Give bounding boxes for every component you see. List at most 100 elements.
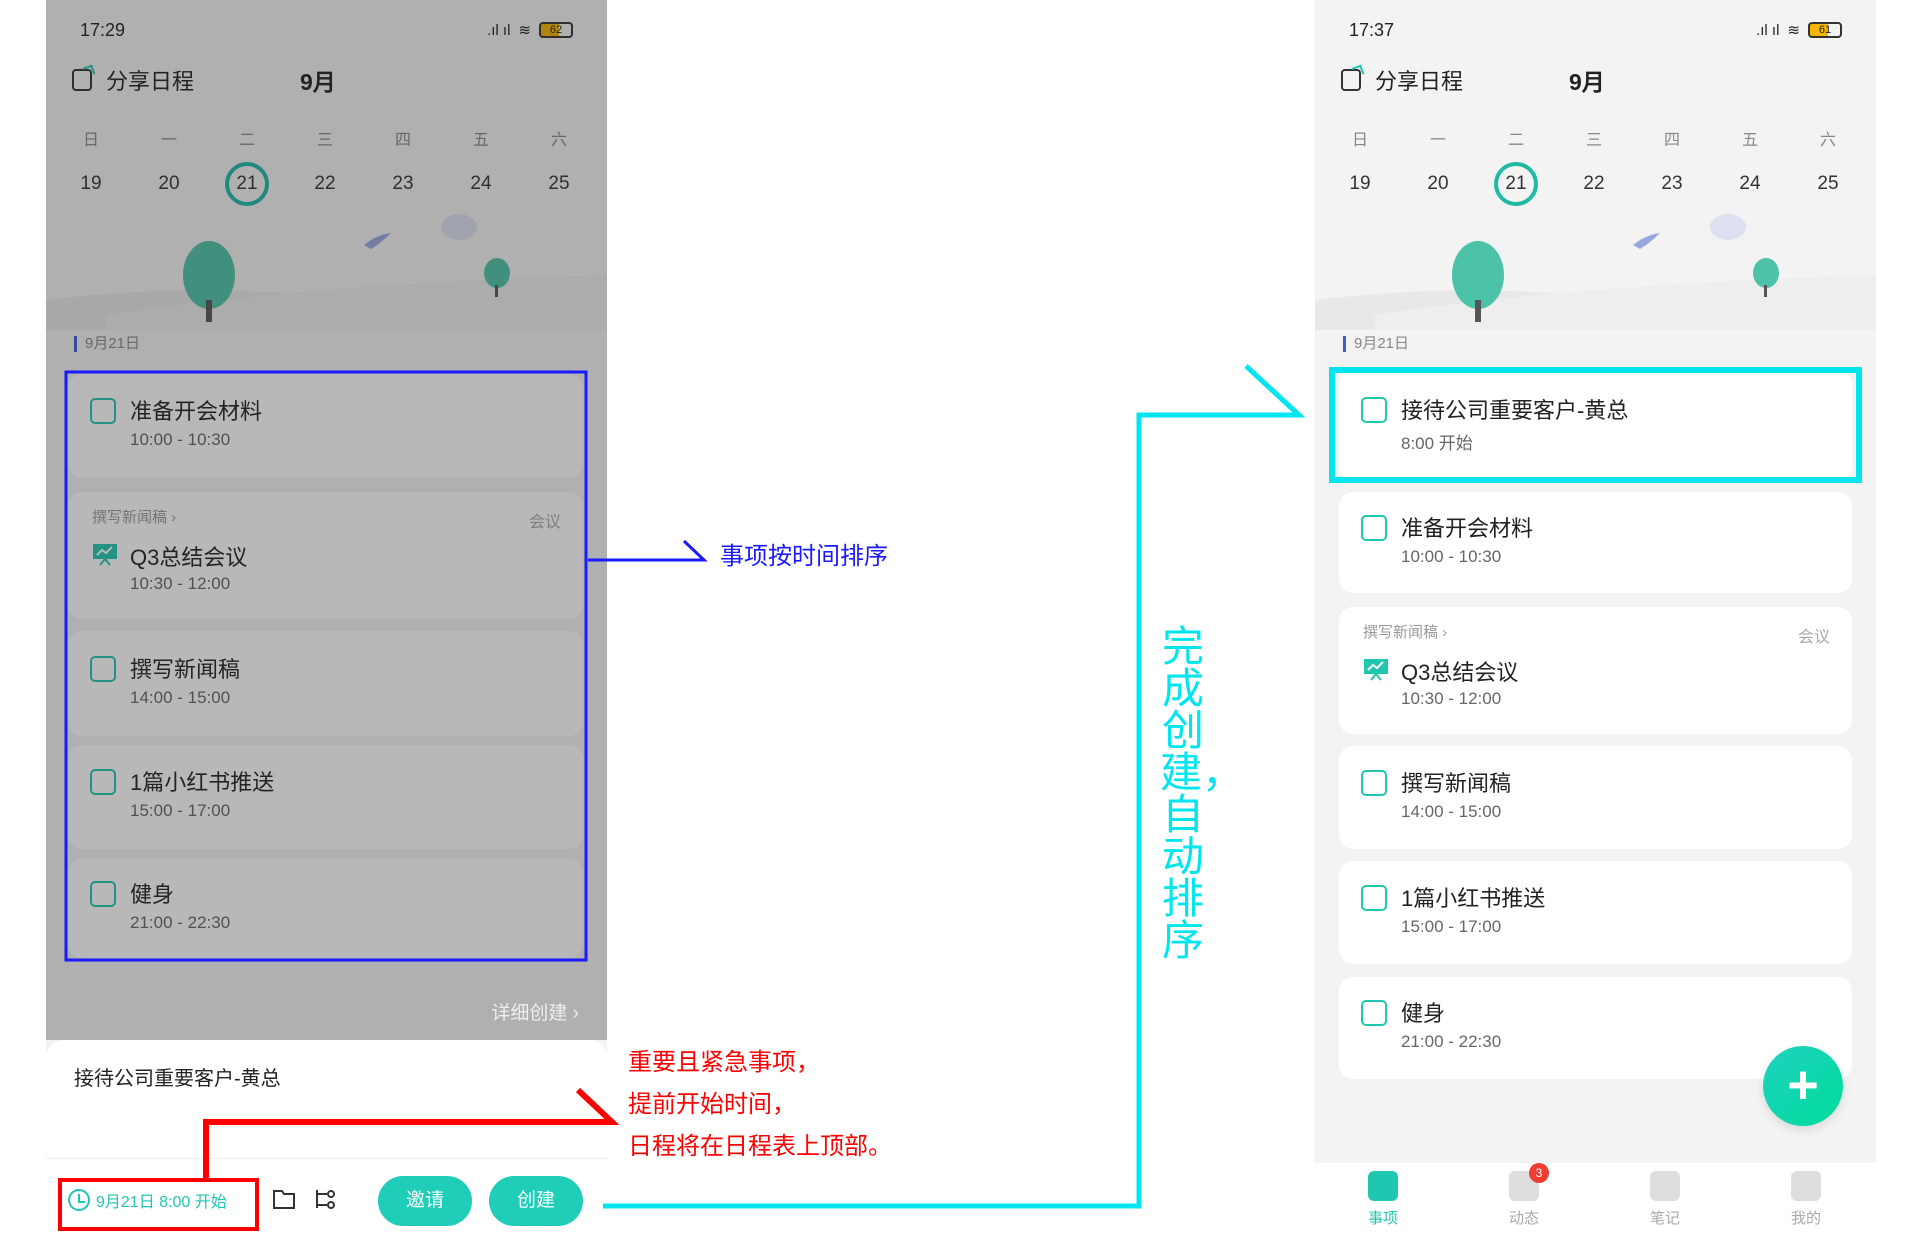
profile-icon bbox=[1791, 1171, 1821, 1201]
battery-icon: 62 bbox=[539, 22, 573, 38]
nav-label: 笔记 bbox=[1649, 1210, 1680, 1227]
parent-task-link[interactable]: 撰写新闻稿 › bbox=[1363, 624, 1448, 641]
weekday-label: 六 bbox=[1819, 132, 1836, 149]
quick-create-sheet: 接待公司重要客户-黄总 9月21日 8:00 开始 邀请创建 bbox=[46, 1040, 607, 1237]
nav-item-2[interactable]: 笔记 bbox=[1625, 1171, 1705, 1228]
note-line: 提前开始时间， bbox=[628, 1091, 796, 1118]
date-23[interactable]: 23 bbox=[1661, 173, 1683, 194]
task-card[interactable]: 接待公司重要客户-黄总 8:00 开始 bbox=[1339, 370, 1852, 480]
date-20[interactable]: 20 bbox=[1427, 173, 1449, 194]
status-icons: .ıl ıl≋61 bbox=[1756, 21, 1842, 39]
date-24[interactable]: 24 bbox=[1739, 173, 1761, 194]
date-23[interactable]: 23 bbox=[392, 173, 414, 194]
share-icon[interactable] bbox=[72, 69, 92, 91]
task-checkbox[interactable] bbox=[1361, 397, 1387, 423]
subtask-icon[interactable] bbox=[314, 1188, 338, 1210]
detail-create-link[interactable]: 详细创建 › bbox=[491, 1003, 579, 1024]
status-bar: 17:37.ıl ıl≋61 bbox=[1349, 16, 1842, 44]
date-25[interactable]: 25 bbox=[548, 173, 570, 194]
date-24[interactable]: 24 bbox=[470, 173, 492, 194]
status-icons: .ıl ıl ≋ 62 bbox=[487, 21, 573, 39]
task-time: 10:00 - 10:30 bbox=[1401, 546, 1502, 566]
share-schedule-button[interactable]: 分享日程 bbox=[106, 69, 195, 94]
date-19[interactable]: 19 bbox=[80, 173, 102, 194]
calendar-check-icon bbox=[1368, 1171, 1398, 1201]
task-title: 1篇小红书推送 bbox=[1401, 885, 1546, 911]
task-time: 10:30 - 12:00 bbox=[1401, 689, 1502, 708]
auto-sort-note: 完成创建，自动排序 bbox=[1160, 623, 1245, 964]
sort-note: 事项按时间排序 bbox=[720, 543, 888, 570]
date-22[interactable]: 22 bbox=[1583, 173, 1605, 194]
status-time: 17:29 bbox=[80, 19, 126, 40]
task-card[interactable]: 1篇小红书推送 15:00 - 17:00 bbox=[1339, 861, 1852, 964]
task-title: 接待公司重要客户-黄总 bbox=[1401, 398, 1629, 423]
meeting-tag: 会议 bbox=[1797, 629, 1830, 646]
task-checkbox[interactable] bbox=[1361, 884, 1387, 911]
header: 分享日程 9月 bbox=[1341, 62, 1850, 98]
weekday-label: 日 bbox=[1351, 132, 1368, 149]
date-19[interactable]: 19 bbox=[1349, 173, 1371, 194]
signal-icon: .ıl ıl bbox=[487, 21, 511, 39]
weekday-label: 三 bbox=[316, 132, 333, 149]
date-label: 9月21日 bbox=[74, 336, 140, 352]
share-icon[interactable] bbox=[1341, 69, 1361, 91]
invite-button[interactable]: 邀请 bbox=[378, 1176, 472, 1226]
weekday-label: 一 bbox=[160, 132, 177, 149]
nav-label: 事项 bbox=[1367, 1210, 1398, 1227]
weekday-label: 四 bbox=[1663, 132, 1680, 149]
dim-overlay bbox=[46, 0, 607, 1040]
task-title: 准备开会材料 bbox=[1401, 515, 1534, 541]
task-checkbox[interactable] bbox=[1361, 1000, 1387, 1026]
task-title-input[interactable]: 接待公司重要客户-黄总 bbox=[74, 1068, 281, 1090]
task-checkbox[interactable] bbox=[1361, 514, 1387, 541]
share-schedule-button[interactable]: 分享日程 bbox=[1375, 69, 1464, 94]
important-note: 重要且紧急事项， 提前开始时间， 日程将在日程表上顶部。 bbox=[628, 1042, 892, 1168]
date-22[interactable]: 22 bbox=[314, 173, 336, 194]
nav-label: 我的 bbox=[1790, 1210, 1821, 1227]
task-title: 撰写新闻稿 bbox=[1401, 770, 1512, 796]
status-time: 17:37 bbox=[1349, 19, 1395, 40]
bottom-nav: 事项 3 动态 笔记 我的 bbox=[1315, 1163, 1876, 1237]
task-card[interactable]: 准备开会材料 10:00 - 10:30 bbox=[1339, 492, 1852, 593]
nav-item-1[interactable]: 3 动态 bbox=[1484, 1163, 1564, 1228]
month-title[interactable]: 9月 bbox=[300, 69, 336, 95]
header-illustration bbox=[1315, 205, 1876, 330]
wifi-icon: ≋ bbox=[1787, 22, 1800, 39]
add-task-button[interactable]: + bbox=[1763, 1046, 1843, 1126]
clock-icon bbox=[68, 1189, 90, 1211]
task-time: 15:00 - 17:00 bbox=[1401, 916, 1502, 936]
time-chip-label: 9月21日 8:00 开始 bbox=[96, 1194, 227, 1211]
battery-icon: 61 bbox=[1808, 22, 1842, 38]
time-chip[interactable]: 9月21日 8:00 开始 bbox=[68, 1188, 227, 1212]
notification-badge: 3 bbox=[1529, 1163, 1549, 1183]
create-button[interactable]: 创建 bbox=[489, 1176, 583, 1226]
header: 分享日程 9月 bbox=[72, 62, 581, 98]
weekday-label: 五 bbox=[472, 132, 489, 149]
task-time: 21:00 - 22:30 bbox=[1401, 1032, 1502, 1051]
note-line: 重要且紧急事项， bbox=[628, 1049, 820, 1076]
date-25[interactable]: 25 bbox=[1817, 173, 1839, 194]
date-21[interactable]: 21 bbox=[225, 162, 269, 206]
task-title: 健身 bbox=[1401, 1001, 1446, 1026]
month-title[interactable]: 9月 bbox=[1569, 69, 1605, 95]
weekday-label: 二 bbox=[1507, 132, 1524, 149]
note-line: 日程将在日程表上顶部。 bbox=[628, 1133, 892, 1160]
nav-label: 动态 bbox=[1508, 1210, 1539, 1227]
nav-item-0[interactable]: 事项 bbox=[1343, 1171, 1423, 1228]
task-card[interactable]: 健身 21:00 - 22:30 bbox=[1339, 977, 1852, 1079]
bookmark-icon bbox=[1650, 1171, 1680, 1201]
task-checkbox[interactable] bbox=[1361, 769, 1387, 796]
folder-icon[interactable] bbox=[272, 1188, 296, 1210]
header-illustration bbox=[46, 205, 607, 330]
wifi-icon: ≋ bbox=[518, 22, 531, 39]
weekday-label: 五 bbox=[1741, 132, 1758, 149]
date-20[interactable]: 20 bbox=[158, 173, 180, 194]
task-time: 8:00 开始 bbox=[1401, 434, 1473, 453]
lightning-icon: 3 bbox=[1509, 1163, 1549, 1201]
date-21[interactable]: 21 bbox=[1494, 162, 1538, 206]
nav-item-3[interactable]: 我的 bbox=[1766, 1171, 1846, 1228]
